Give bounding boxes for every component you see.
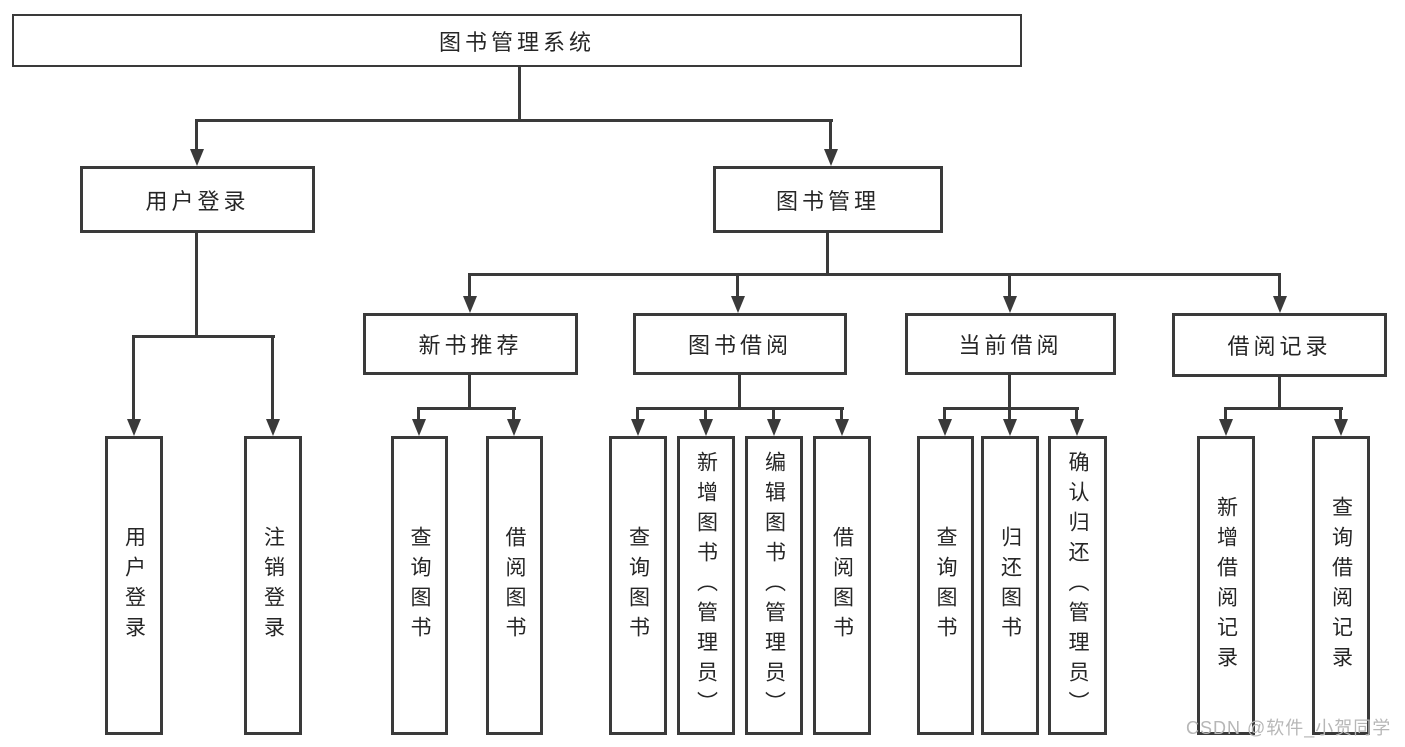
connector-sections-rail [469, 273, 1281, 276]
leaf-label: 查询图书 [626, 525, 650, 646]
leaf-confirm-return-admin: 确认归还（管理员） [1048, 436, 1107, 735]
connector-section-rail [637, 407, 844, 410]
arrowhead-down-icon [1003, 419, 1017, 436]
leaf-label: 借阅图书 [503, 525, 527, 646]
node-borrow-records: 借阅记录 [1172, 313, 1387, 377]
connector-arrow-line [1278, 273, 1281, 298]
connector-arrow-line [512, 407, 515, 421]
connector-arrow-line [636, 407, 639, 421]
leaf-logout: 注销登录 [244, 436, 302, 735]
connector-arrow-line [1008, 407, 1011, 421]
arrowhead-down-icon [835, 419, 849, 436]
leaf-add-borrow-record: 新增借阅记录 [1197, 436, 1255, 735]
connector-section-stem [1008, 375, 1011, 409]
arrowhead-down-icon [412, 419, 426, 436]
leaf-query-books: 查询图书 [391, 436, 448, 735]
arrowhead-down-icon [699, 419, 713, 436]
connector-section-rail [418, 407, 516, 410]
connector-arrow-line [736, 273, 739, 298]
arrowhead-down-icon [938, 419, 952, 436]
node-book-borrow: 图书借阅 [633, 313, 847, 375]
connector-section-stem [738, 375, 741, 409]
node-root: 图书管理系统 [12, 14, 1022, 67]
connector-level2-rail [196, 119, 833, 122]
leaf-label: 借阅图书 [830, 525, 854, 646]
connector-section-rail [944, 407, 1079, 410]
leaf-label: 查询图书 [934, 525, 958, 646]
connector-arrow-line [417, 407, 420, 421]
connector-arrow-line [840, 407, 843, 421]
leaf-label: 新增图书（管理员） [694, 450, 718, 721]
leaf-borrow-books: 借阅图书 [486, 436, 543, 735]
leaf-label: 确认归还（管理员） [1066, 450, 1090, 721]
connector-arrow-line [271, 335, 274, 421]
leaf-return-books: 归还图书 [981, 436, 1039, 735]
node-new-book-recommend: 新书推荐 [363, 313, 578, 375]
connector-arrow-line [1075, 407, 1078, 421]
connector-arrow-line [1224, 407, 1227, 421]
leaf-query-borrow-record: 查询借阅记录 [1312, 436, 1370, 735]
node-current-borrow: 当前借阅 [905, 313, 1116, 375]
arrowhead-down-icon [190, 149, 204, 166]
leaf-query-books: 查询图书 [609, 436, 667, 735]
connector-section-stem [1278, 377, 1281, 409]
connector-root-stem [518, 66, 521, 121]
connector-arrow-line [1008, 273, 1011, 298]
connector-arrow-line [132, 335, 135, 421]
arrowhead-down-icon [824, 149, 838, 166]
leaf-user-login: 用户登录 [105, 436, 163, 735]
connector-arrow-line [468, 273, 471, 298]
arrowhead-down-icon [1219, 419, 1233, 436]
arrowhead-down-icon [507, 419, 521, 436]
arrowhead-down-icon [127, 419, 141, 436]
arrowhead-down-icon [1273, 296, 1287, 313]
arrowhead-down-icon [463, 296, 477, 313]
connector-arrow-line [195, 119, 198, 151]
connector-arrow-line [704, 407, 707, 421]
leaf-label: 注销登录 [261, 525, 285, 646]
connector-arrow-line [1339, 407, 1342, 421]
connector-book-management-stem [826, 233, 829, 275]
leaf-label: 编辑图书（管理员） [762, 450, 786, 721]
connector-user-login-stem [195, 233, 198, 337]
leaf-label: 查询借阅记录 [1329, 495, 1353, 676]
arrowhead-down-icon [731, 296, 745, 313]
node-user-login: 用户登录 [80, 166, 315, 233]
arrowhead-down-icon [1334, 419, 1348, 436]
arrowhead-down-icon [1003, 296, 1017, 313]
connector-section-stem [468, 375, 471, 409]
leaf-query-books: 查询图书 [917, 436, 974, 735]
connector-arrow-line [772, 407, 775, 421]
connector-section-rail [1225, 407, 1343, 410]
arrowhead-down-icon [767, 419, 781, 436]
connector-arrow-line [943, 407, 946, 421]
leaf-label: 新增借阅记录 [1214, 495, 1238, 676]
arrowhead-down-icon [1070, 419, 1084, 436]
node-book-management: 图书管理 [713, 166, 943, 233]
leaf-borrow-books: 借阅图书 [813, 436, 871, 735]
arrowhead-down-icon [266, 419, 280, 436]
watermark: CSDN @软件_小贺同学 [1186, 718, 1392, 738]
leaf-edit-books-admin: 编辑图书（管理员） [745, 436, 803, 735]
leaf-label: 查询图书 [408, 525, 432, 646]
leaf-add-books-admin: 新增图书（管理员） [677, 436, 735, 735]
leaf-label: 用户登录 [122, 525, 146, 646]
arrowhead-down-icon [631, 419, 645, 436]
connector-arrow-line [829, 119, 832, 151]
connector-user-login-rail [133, 335, 275, 338]
leaf-label: 归还图书 [998, 525, 1022, 646]
